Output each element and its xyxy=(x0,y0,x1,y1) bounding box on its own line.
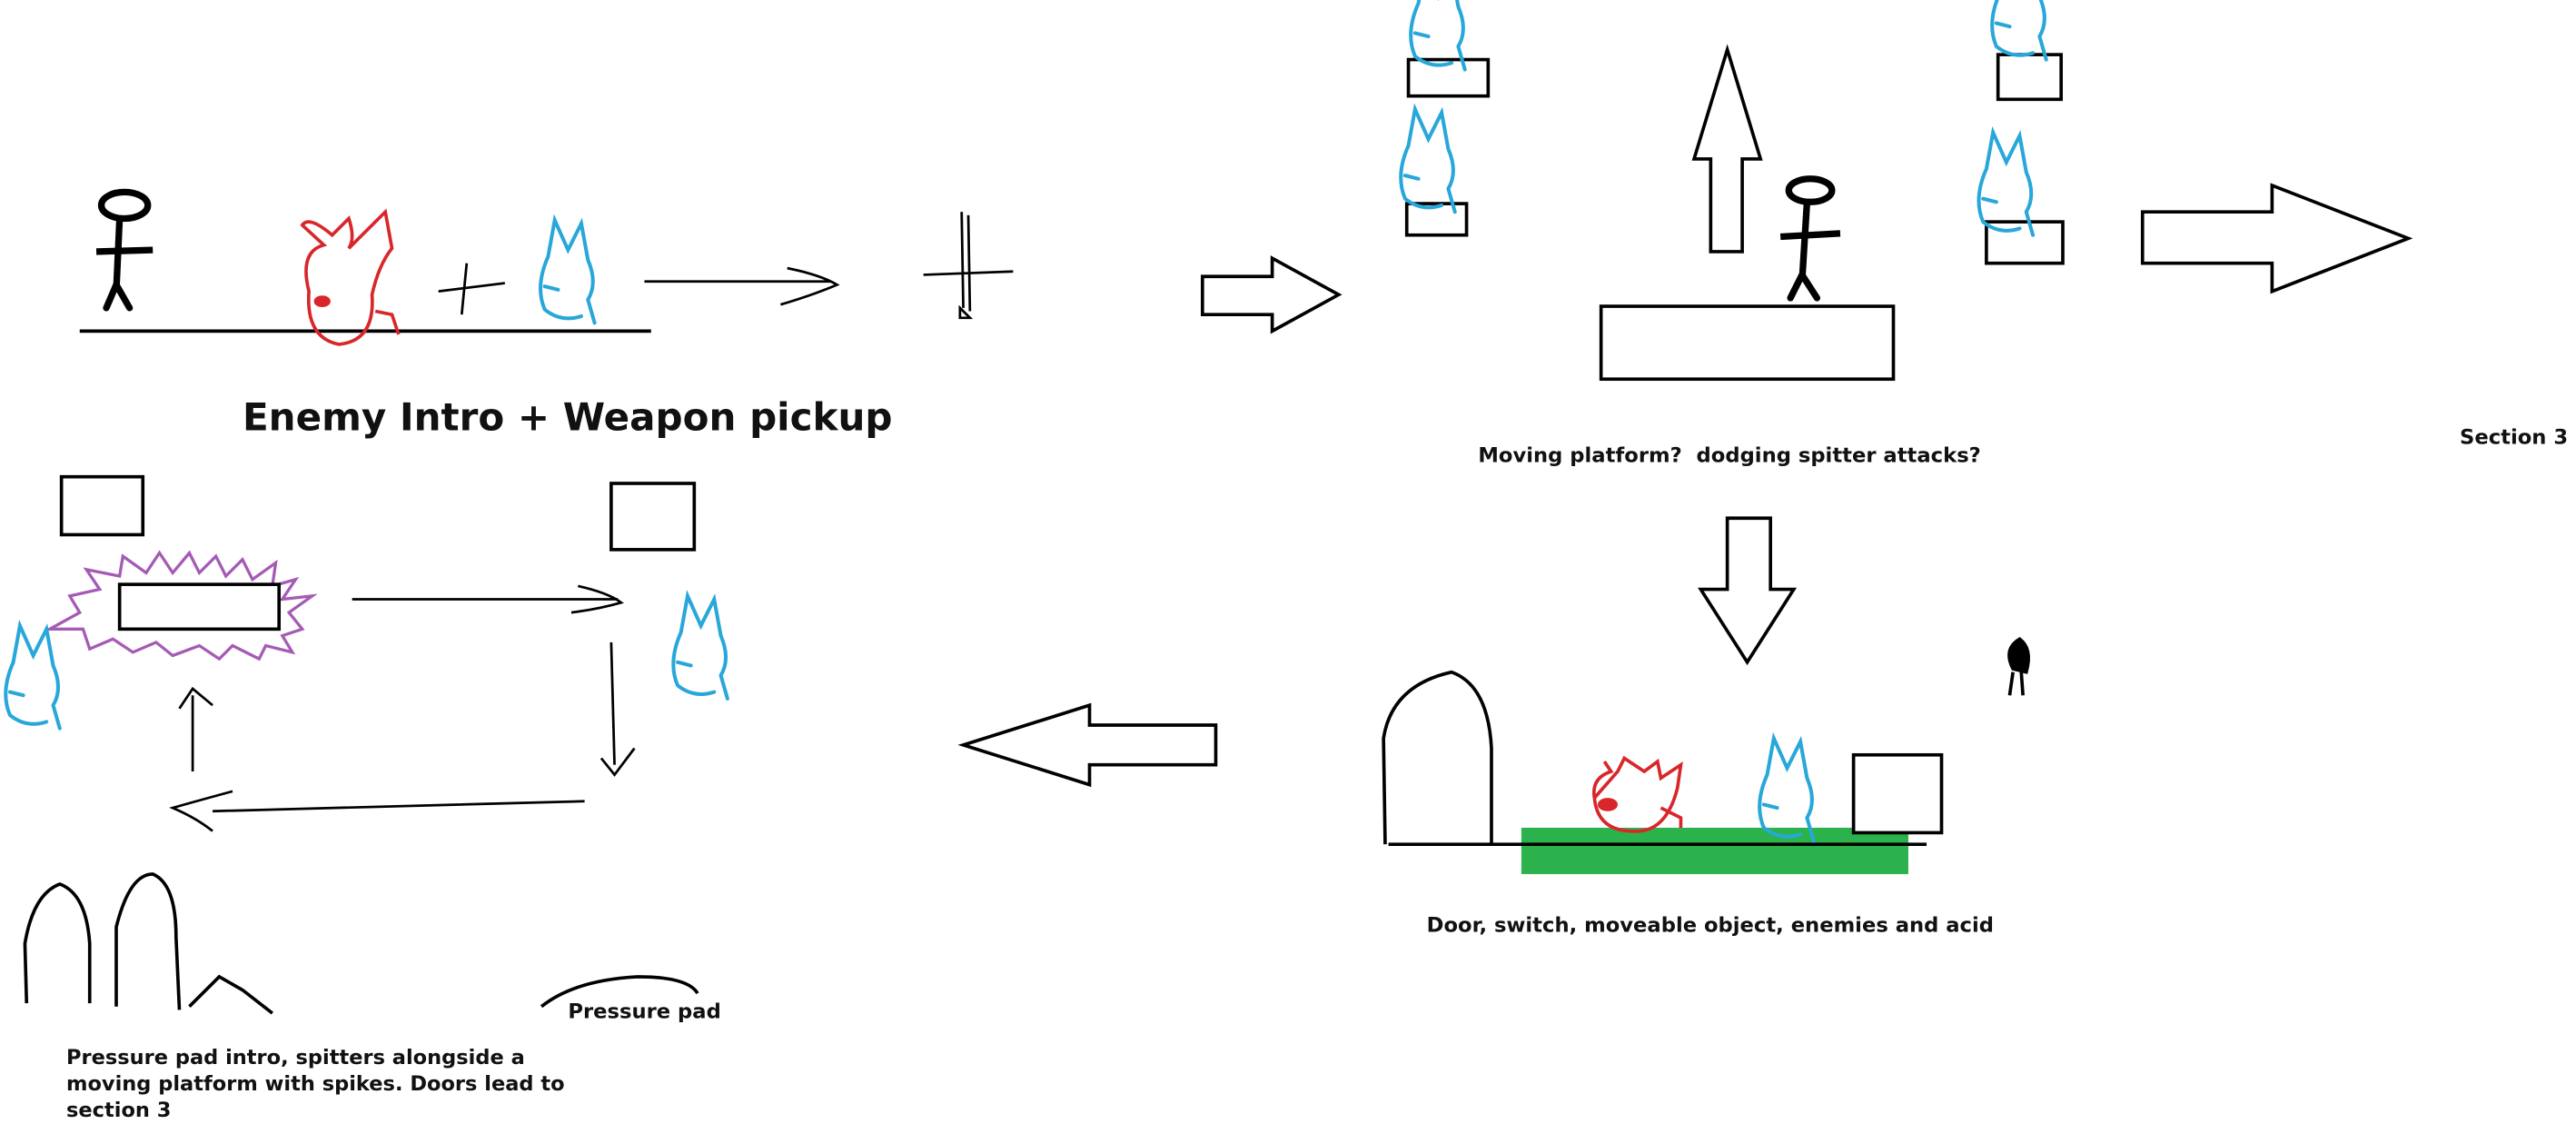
blue-spitter-icon xyxy=(540,220,595,323)
arrow-up-icon xyxy=(1691,44,1763,254)
section-4-caption: Door, switch, moveable object, enemies a… xyxy=(1427,914,1994,938)
red-enemy-icon xyxy=(1592,755,1683,833)
loop-arrows xyxy=(169,584,636,832)
stick-figure-player-icon xyxy=(95,188,154,312)
section-1-caption: Enemy Intro + Weapon pickup xyxy=(243,395,893,440)
section-5-sketch xyxy=(5,474,728,1015)
small-block xyxy=(1406,57,1491,98)
spiked-moving-platform xyxy=(117,582,282,632)
small-block xyxy=(1985,220,2065,265)
small-block xyxy=(609,482,697,552)
plus-sign-icon xyxy=(438,263,506,315)
sword-icon xyxy=(923,212,1014,320)
arrow-right-icon xyxy=(1201,255,1342,334)
blue-spitter-icon xyxy=(1759,739,1814,841)
pressure-pad-label: Pressure pad xyxy=(568,1000,720,1024)
red-enemy-icon xyxy=(300,208,401,346)
section-2-caption: Moving platform? dodging spitter attacks… xyxy=(1478,443,1980,467)
small-block xyxy=(1404,202,1469,237)
arrow-right-icon xyxy=(2140,183,2413,294)
door-icon xyxy=(23,881,92,1004)
arrow-down-icon xyxy=(1698,516,1798,666)
section-4-sketch xyxy=(1382,637,2030,874)
switch-icon xyxy=(2007,637,2030,696)
acid-pool xyxy=(1521,827,1908,874)
section-5-caption: Pressure pad intro, spitters alongside a… xyxy=(66,1046,565,1122)
arrow-icon xyxy=(644,266,840,306)
arrow-left-icon xyxy=(957,702,1218,788)
spikes-outline xyxy=(44,550,318,662)
door-icon xyxy=(1382,670,1493,845)
moving-platform xyxy=(1599,304,1896,382)
pressure-pad-icon xyxy=(540,975,699,1009)
blue-spitter-icon xyxy=(5,596,728,729)
small-block xyxy=(59,474,145,537)
section-3-label: Section 3 xyxy=(2460,425,2568,449)
moveable-object xyxy=(1851,752,1944,835)
door-icon xyxy=(114,872,182,1010)
ground-bump xyxy=(188,974,273,1015)
section-2-sketch xyxy=(1401,0,2413,382)
small-block xyxy=(1996,53,2063,102)
stick-figure-player-icon xyxy=(1779,175,1841,302)
section-1-sketch xyxy=(79,188,1014,346)
